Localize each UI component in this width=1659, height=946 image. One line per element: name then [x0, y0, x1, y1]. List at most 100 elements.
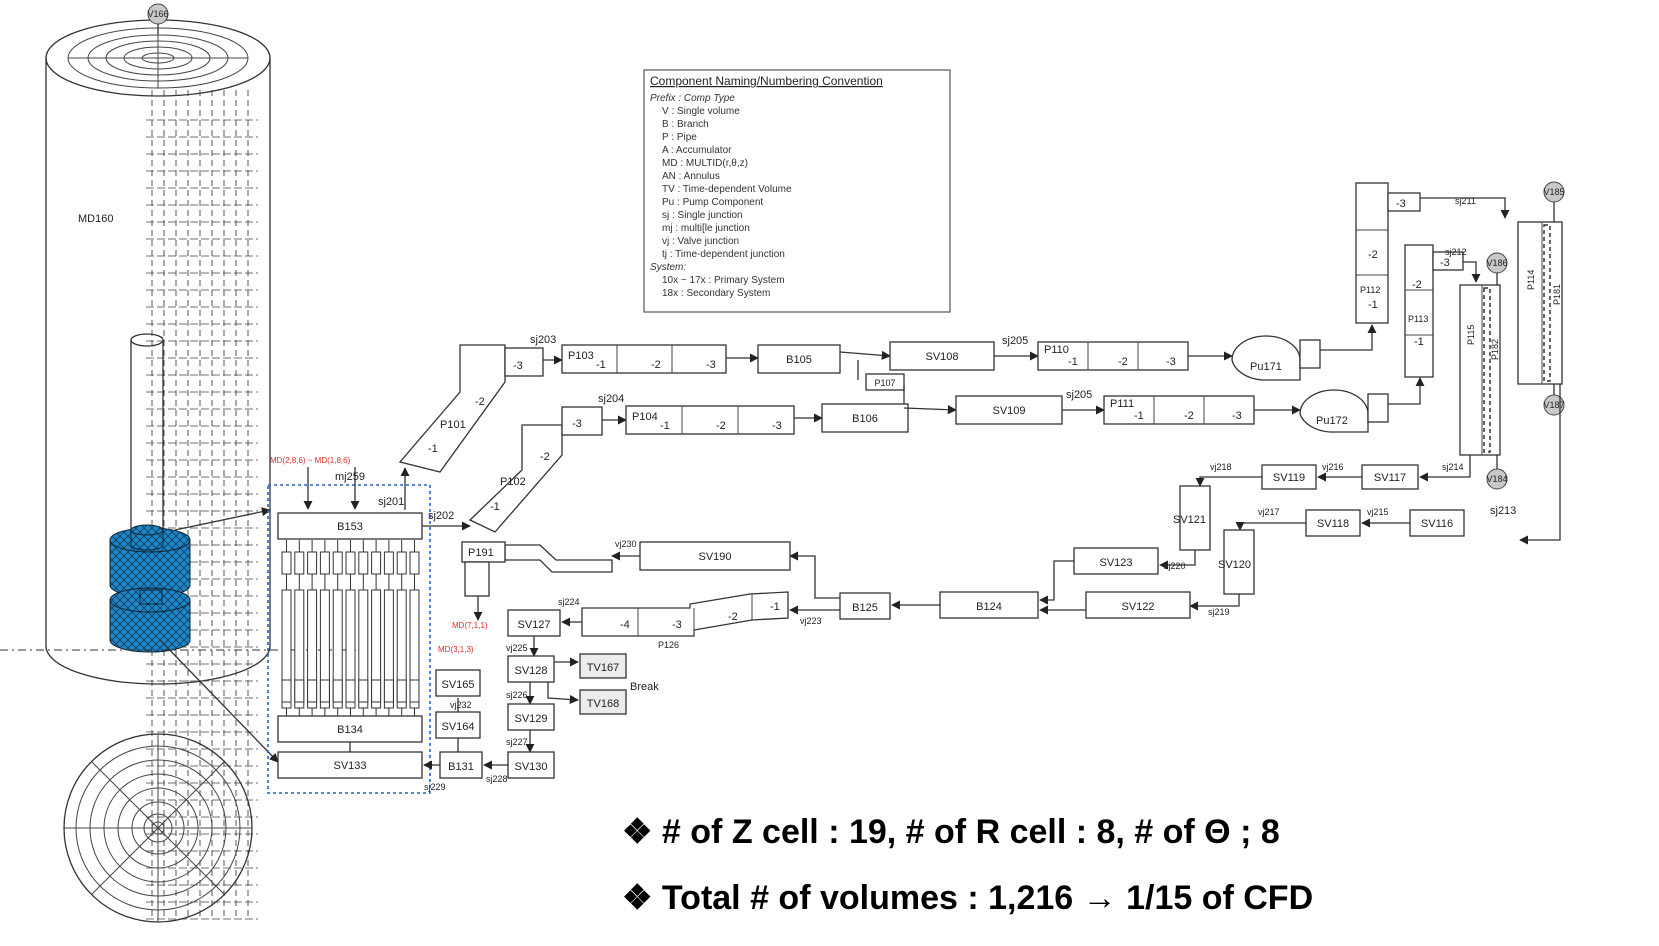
fuel-channel-cell [332, 551, 343, 575]
legend-line: System: [650, 262, 686, 273]
legend-line: mj : multi[le junction [662, 223, 750, 234]
legend-line: P : Pipe [662, 132, 697, 143]
p113-cell-2: -2 [1412, 279, 1422, 291]
b105-label: B105 [786, 354, 812, 366]
p112-cell-1: -1 [1368, 299, 1378, 311]
vj223-label: vj223 [800, 616, 822, 626]
fuel-channel-cell [358, 679, 369, 703]
reactor-vessel: V166 MD160 [0, 3, 380, 920]
vj232-label: vj232 [450, 700, 472, 710]
legend-line: V : Single volume [662, 106, 740, 117]
p104-cell-3: -3 [772, 420, 782, 432]
vessel-cross-section [63, 733, 253, 923]
sv129-box [507, 703, 555, 731]
legend-box: Component Naming/Numbering Convention Pr… [643, 69, 951, 313]
sv121-box [1179, 485, 1211, 551]
fuel-channel-cell [294, 551, 305, 575]
vj217-label: vj217 [1258, 507, 1280, 517]
p112-label: P112 [1360, 285, 1380, 295]
legend-line: vj : Valve junction [662, 236, 739, 247]
sj220-label: sj220 [1164, 561, 1186, 571]
sj228-label: sj228 [486, 774, 508, 784]
p113-box [1404, 244, 1434, 378]
sj224-label: sj224 [558, 597, 580, 607]
b134-box [277, 715, 423, 743]
sj229-label: sj229 [424, 782, 446, 792]
p126-cell-4: -4 [620, 619, 630, 631]
sv118-label: SV118 [1317, 518, 1349, 530]
p126-label: P126 [658, 640, 679, 650]
sv108-box [889, 341, 995, 371]
p115-label: P115 [1466, 325, 1476, 345]
sv165-label: SV165 [441, 679, 474, 691]
sj204-label: sj204 [598, 393, 624, 405]
b131-box [439, 751, 483, 779]
sj226-label: sj226 [506, 690, 528, 700]
sv128-label: SV128 [514, 665, 547, 677]
fuel-channel-cell [281, 679, 292, 703]
p113-label: P113 [1408, 314, 1428, 324]
p101-cell-3: -3 [513, 360, 523, 372]
p101-cell-2: -2 [475, 396, 485, 408]
legend-line: B : Branch [662, 119, 709, 130]
legend-line: TV : Time-dependent Volume [662, 184, 792, 195]
p104-box [625, 405, 795, 435]
pu172-box [1299, 389, 1369, 433]
b124-label: B124 [976, 601, 1002, 613]
sv164-label: SV164 [441, 721, 474, 733]
legend-line: MD : MULTID(r,θ,z) [662, 158, 748, 169]
p103-label: P103 [568, 350, 594, 362]
pu171-box [1231, 335, 1301, 381]
p111-label: P111 [1110, 398, 1134, 410]
sj202-label: sj202 [428, 510, 454, 522]
cell-count-note: ❖ # of Z cell : 19, # of R cell : 8, # o… [622, 813, 1280, 851]
b134-label: B134 [337, 724, 363, 736]
fuel-channel-cell [358, 589, 369, 709]
sv121-label: SV121 [1173, 514, 1206, 526]
fuel-channel-cell [345, 679, 356, 703]
fuel-channel-cell [396, 589, 407, 709]
fuel-channel-cell [332, 679, 343, 703]
fuel-channel-cell [409, 679, 420, 703]
fuel-channel-cell [383, 589, 394, 709]
vj215-label: vj215 [1367, 507, 1389, 517]
fuel-channel-cell [294, 589, 305, 709]
sj214-label: sj214 [1442, 462, 1464, 472]
p113-cell-1: -1 [1414, 336, 1424, 348]
sv109-label: SV109 [992, 405, 1025, 417]
b106-box [821, 403, 909, 433]
p110-cell-2: -2 [1118, 356, 1128, 368]
fuel-channel-cell [371, 589, 382, 709]
p126-cell-3: -3 [672, 619, 682, 631]
sv128-box [507, 655, 555, 683]
fuel-channel-cell [345, 589, 356, 709]
sv133-label: SV133 [333, 760, 366, 772]
p112-cell-3: -3 [1396, 198, 1406, 210]
sj203-label: sj203 [530, 334, 556, 346]
p110-label: P110 [1044, 344, 1069, 356]
return-legs: sj214 SV117 vj216 SV119 vj218 SV121 sj22… [423, 384, 1561, 792]
sv116-label: SV116 [1421, 518, 1453, 530]
sv120-box [1223, 529, 1255, 595]
fuel-channel-cell [409, 589, 420, 709]
legend-title: Component Naming/Numbering Convention [650, 74, 883, 88]
sv127-label: SV127 [517, 619, 550, 631]
core-inset: MD(2,8,6) ~ MD(1,8,6) mj259 sj201 B153 B… [267, 456, 431, 794]
fuel-channel-cell [307, 589, 318, 709]
fuel-channel-cell [281, 551, 292, 575]
sv133-box [277, 751, 423, 779]
fuel-channel-cell [307, 551, 318, 575]
legend-line: A : Accumulator [662, 145, 732, 156]
b105-box [757, 344, 841, 374]
fuel-channels [281, 540, 420, 716]
p104-label: P104 [632, 411, 658, 423]
b125-label: B125 [852, 602, 878, 614]
axial-grid-rows [146, 119, 258, 920]
v184-label: V184 [1486, 474, 1507, 484]
fuel-channel-cell [383, 679, 394, 703]
b125-box [839, 592, 891, 620]
sj213-label: sj213 [1490, 505, 1516, 517]
p102-label: P102 [500, 476, 526, 488]
break-label: Break [630, 681, 659, 693]
fuel-channel-cell [281, 589, 292, 709]
